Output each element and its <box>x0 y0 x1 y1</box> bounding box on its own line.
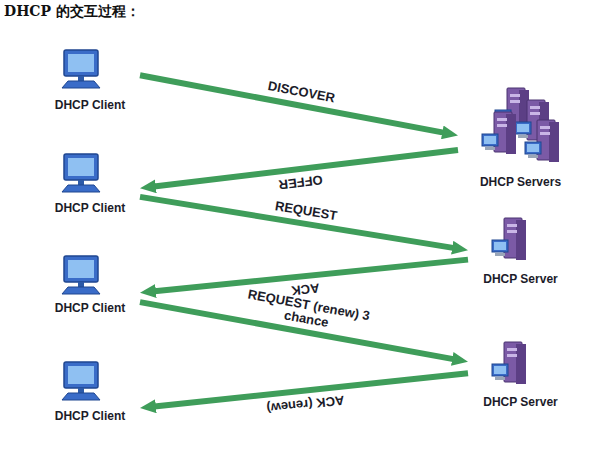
node-label: DHCP Server <box>483 272 557 287</box>
server-icon <box>492 218 526 260</box>
node-label: DHCP Client <box>55 201 125 216</box>
client-icon <box>62 362 100 400</box>
node-label: DHCP Server <box>483 395 557 410</box>
client-icon <box>62 256 100 294</box>
server-node: DHCP Server <box>468 338 573 410</box>
server-node: DHCP Servers <box>458 85 583 190</box>
message-label: ACK (renew) <box>240 390 371 418</box>
server-node: DHCP Server <box>468 215 573 287</box>
server-icon <box>482 112 516 154</box>
diagram-title: DHCP 的交互过程： <box>4 3 140 21</box>
message-label: DISCOVER <box>236 74 366 112</box>
node-label: DHCP Client <box>55 301 125 316</box>
client-icon <box>62 50 100 88</box>
message-label: REQUEST <box>241 193 372 228</box>
server-icon <box>525 120 559 162</box>
node-label: DHCP Client <box>55 409 125 424</box>
node-label: DHCP Client <box>55 98 125 113</box>
client-node: DHCP Client <box>40 360 140 424</box>
server-icon <box>492 342 526 384</box>
client-icon <box>62 154 100 192</box>
client-node: DHCP Client <box>40 48 140 113</box>
client-node: DHCP Client <box>40 253 140 316</box>
client-node: DHCP Client <box>40 150 140 216</box>
node-label: DHCP Servers <box>480 175 561 190</box>
message-label: OFFER <box>235 167 366 196</box>
